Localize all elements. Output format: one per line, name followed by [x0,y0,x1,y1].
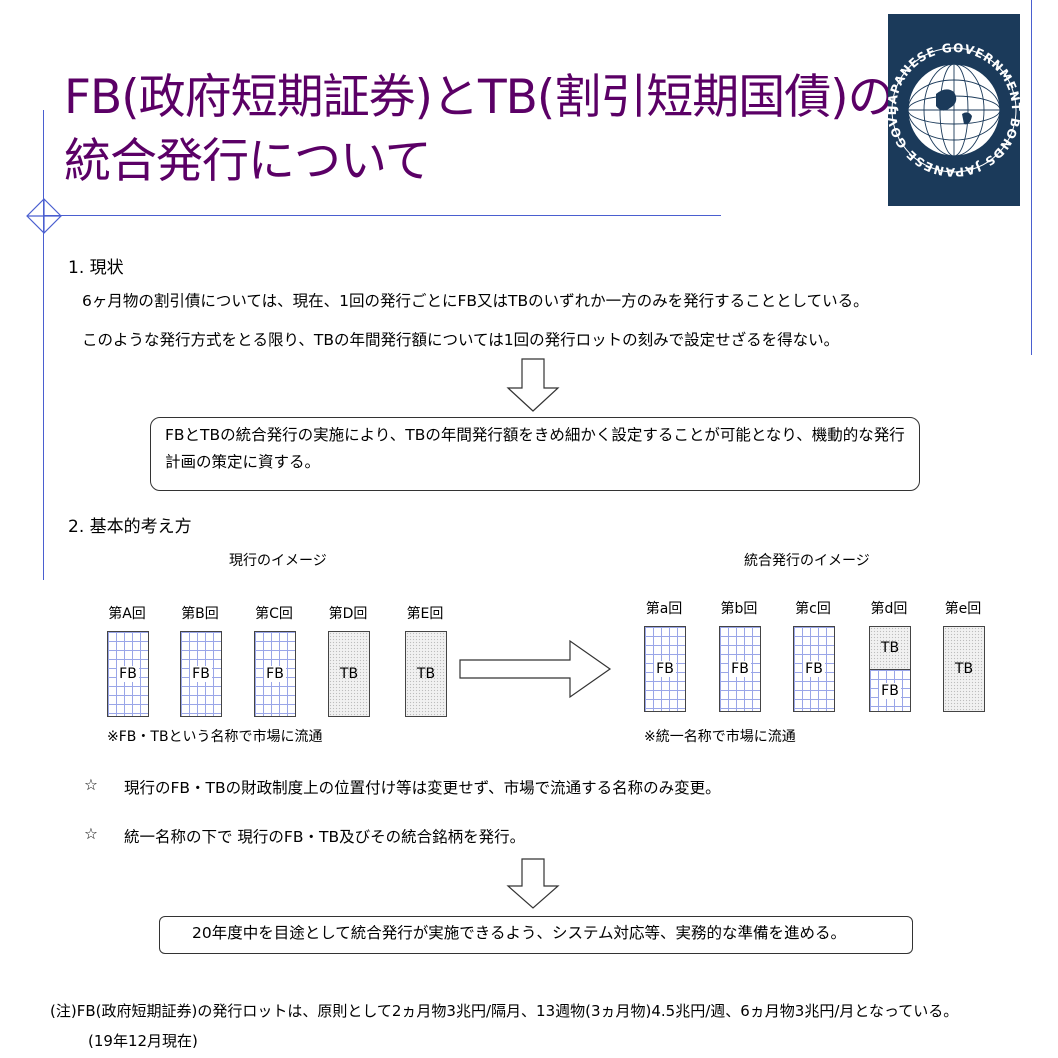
fb-block: FB [793,626,835,712]
integrated-item-label: 第d回 [870,601,908,617]
footnote-line1: (注)FB(政府短期証券)の発行ロットは、原則として2ヵ月物3兆円/隔月、13週… [50,1002,959,1020]
section2-result-box: 20年度中を目途として統合発行が実施できるよう、システム対応等、実務的な準備を進… [159,916,913,954]
star-icon: ☆ [84,776,98,794]
bullet1-text: 現行のFB・TBの財政制度上の位置付け等は変更せず、市場で流通する名称のみ変更。 [124,779,721,797]
integrated-item-label: 第b回 [720,601,758,617]
frame-diamond-icon [26,198,62,234]
fb-block: FB [180,631,222,717]
frame-line-left [43,110,44,580]
current-item-label: 第A回 [108,606,146,622]
section2-heading: 2. 基本的考え方 [68,517,192,537]
section1-heading: 1. 現状 [68,258,124,278]
down-arrow-icon-1 [506,358,560,412]
tb-block: TB [943,626,985,712]
jgb-emblem-logo: JAPANESE GOVERNMENT BONDS JAPANESE GOVER… [882,3,1023,206]
right-arrow-icon [459,639,612,699]
page-title-line1: FB(政府短期証券)とTB(割引短期国債)の [64,70,895,125]
current-item-label: 第E回 [406,606,444,622]
footnote-line2: (19年12月現在) [88,1032,198,1050]
frame-line-right [1031,0,1032,355]
page-title: FB(政府短期証券)とTB(割引短期国債)の 統合発行について [64,66,895,194]
current-image-note: ※FB・TBという名称で市場に流通 [107,729,323,745]
bullet2-text: 統一名称の下で 現行のFB・TB及びその統合銘柄を発行。 [124,828,526,846]
section1-result-box: FBとTBの統合発行の実施により、TBの年間発行額をきめ細かく設定することが可能… [150,417,920,491]
section1-line1: 6ヶ月物の割引債については、現在、1回の発行ごとにFB又はTBのいずれか一方のみ… [82,292,869,310]
fb-block: FB [107,631,149,717]
fb-block-bottom-half: FB [869,669,911,712]
section1-line2: このような発行方式をとる限り、TBの年間発行額については1回の発行ロットの刻みで… [82,331,840,349]
integrated-item-label: 第a回 [645,601,683,617]
globe-icon: JAPANESE GOVERNMENT BONDS JAPANESE GOVER… [882,3,1023,179]
current-item-label: 第D回 [328,606,368,622]
fb-block: FB [719,626,761,712]
integrated-item-label: 第e回 [944,601,982,617]
integrated-item-label: 第c回 [795,601,831,617]
down-arrow-icon-2 [506,858,560,909]
tb-block-top-half: TB [869,626,911,670]
section2-result-text: 20年度中を目途として統合発行が実施できるよう、システム対応等、実務的な準備を進… [192,924,846,942]
current-image-caption: 現行のイメージ [229,553,327,569]
page-title-line2: 統合発行について [64,134,432,189]
fb-block: FB [254,631,296,717]
integrated-image-note: ※統一名称で市場に流通 [644,729,796,745]
tb-block: TB [405,631,447,717]
current-item-label: 第C回 [255,606,293,622]
tb-block: TB [328,631,370,717]
star-icon: ☆ [84,825,98,843]
fb-block: FB [644,626,686,712]
section1-result-text: FBとTBの統合発行の実施により、TBの年間発行額をきめ細かく設定することが可能… [165,426,905,471]
current-item-label: 第B回 [181,606,219,622]
frame-line-title-underline [43,215,721,216]
integrated-image-caption: 統合発行のイメージ [744,553,870,569]
